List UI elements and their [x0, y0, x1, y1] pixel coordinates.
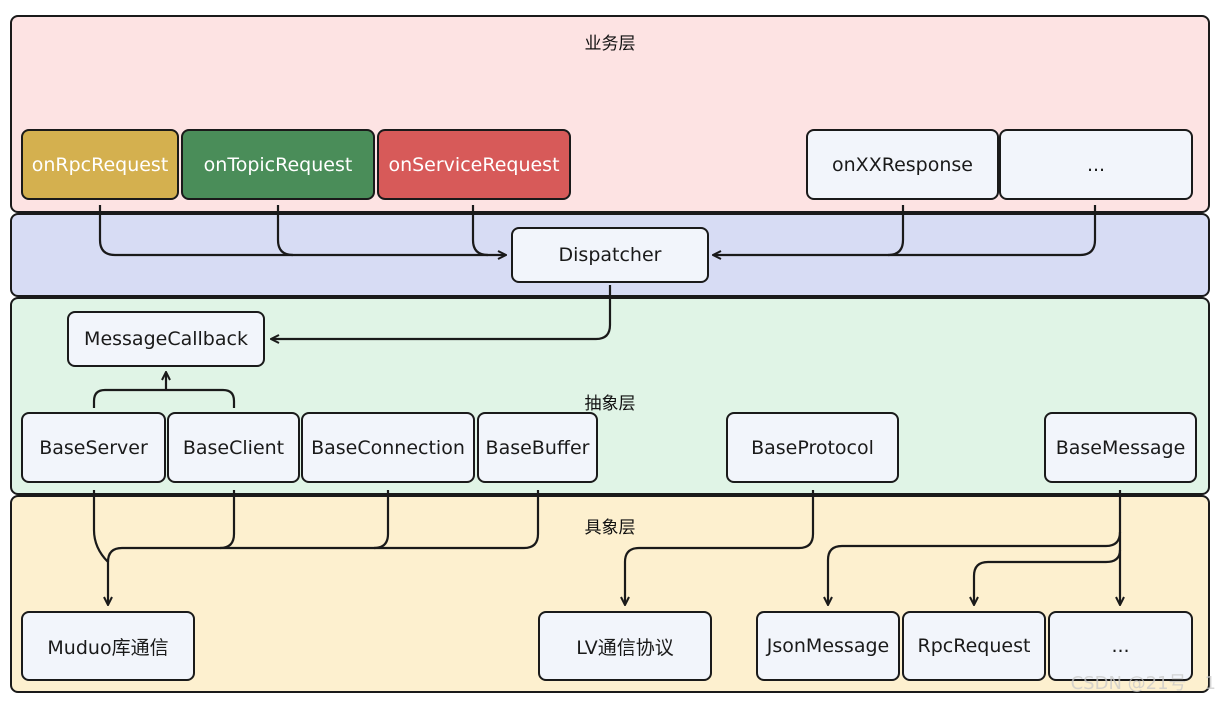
edge-service-to-dispatcher	[471, 205, 489, 257]
lv-protocol-node: LV通信协议	[538, 611, 712, 681]
watermark-text: CSDN @21号 1	[1070, 673, 1216, 694]
base-connection-node: BaseConnection	[301, 412, 475, 483]
base-protocol-node: BaseProtocol	[726, 412, 899, 483]
base-client-node: BaseClient	[167, 412, 300, 483]
dispatcher-node: Dispatcher	[511, 227, 709, 283]
business-layer-title: 业务层	[584, 34, 636, 54]
on-topic-request-node: onTopicRequest	[181, 129, 375, 200]
base-server-node: BaseServer	[21, 412, 166, 483]
edge-dispatcher-to-callback	[272, 285, 612, 339]
edge-client-to-muduo	[106, 490, 236, 563]
edge-connection-to-muduo	[220, 490, 390, 550]
on-service-request-node: onServiceRequest	[377, 129, 571, 200]
on-xx-response-node: onXXResponse	[806, 129, 999, 200]
edge-server-to-muduo	[92, 490, 108, 604]
edge-server-client-to-callback	[92, 388, 236, 408]
base-message-node: BaseMessage	[1044, 412, 1197, 483]
base-buffer-node: BaseBuffer	[477, 412, 598, 483]
rpc-request-node: RpcRequest	[902, 611, 1046, 681]
edge-buffer-to-muduo	[374, 490, 540, 550]
edge-response-to-dispatcher	[714, 205, 905, 255]
business-more-node: ...	[999, 129, 1193, 200]
edge-more-to-dispatcher	[888, 205, 1097, 257]
concrete-more-node: ...	[1048, 611, 1193, 681]
on-rpc-request-node: onRpcRequest	[21, 129, 179, 200]
concrete-layer-title: 具象层	[584, 518, 636, 538]
edge-message-to-json	[828, 531, 1122, 604]
edge-message-to-rpc	[974, 549, 1122, 604]
edge-rpc-to-dispatcher	[98, 205, 505, 255]
edge-topic-to-dispatcher	[276, 205, 294, 257]
muduo-node: Muduo库通信	[21, 611, 195, 681]
edge-protocol-to-lv	[625, 490, 815, 604]
message-callback-node: MessageCallback	[67, 311, 265, 367]
json-message-node: JsonMessage	[756, 611, 900, 681]
abstract-layer-title: 抽象层	[584, 394, 636, 414]
